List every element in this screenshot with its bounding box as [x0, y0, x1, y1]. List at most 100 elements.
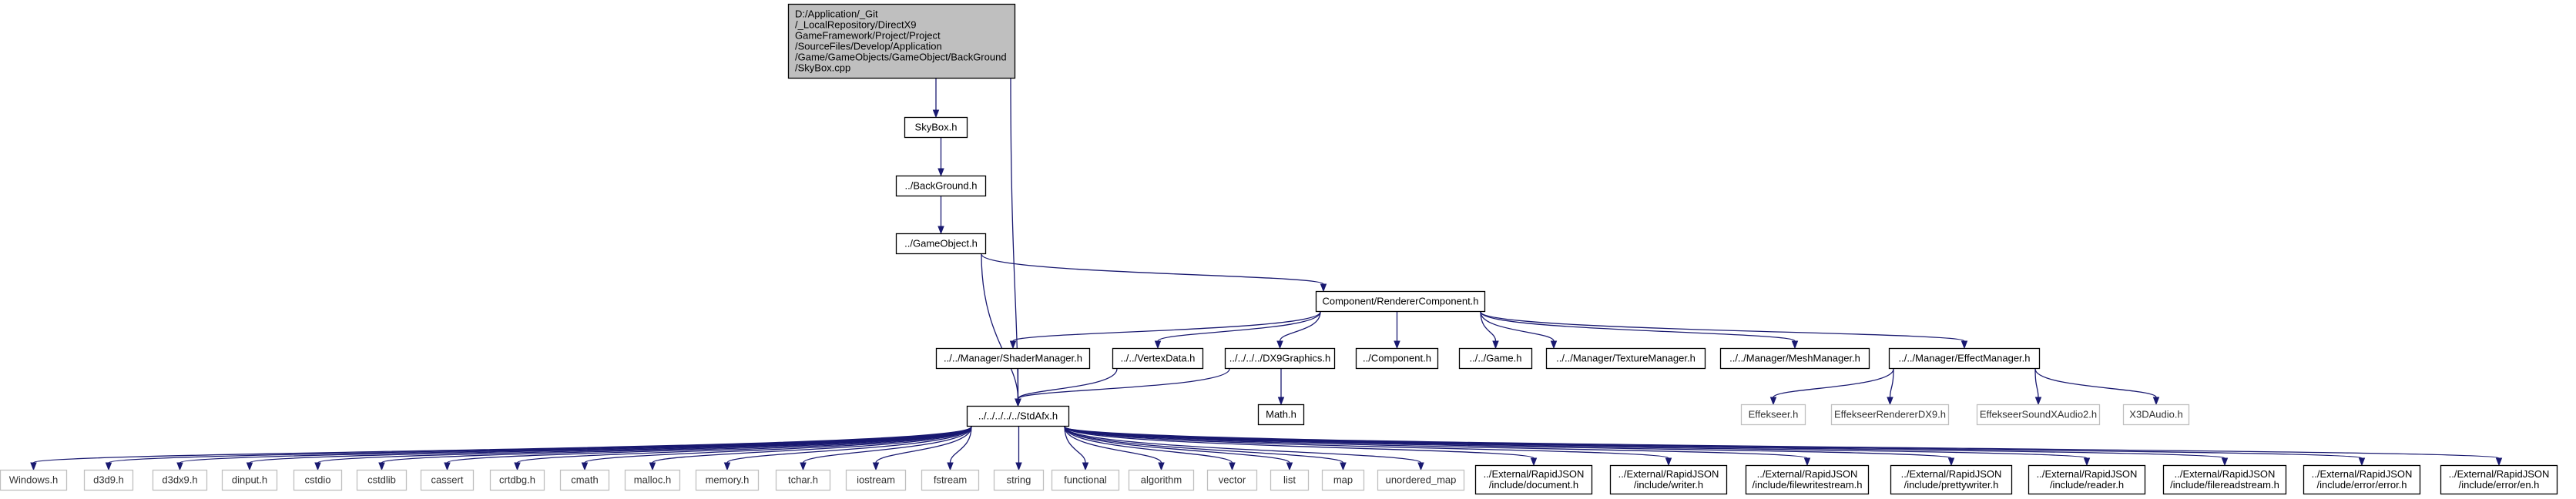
- node-box: [1545, 347, 1706, 370]
- node-label: ../../../../../StdAfx.h: [978, 410, 1058, 422]
- node-label: ../External/RapidJSON: [1901, 468, 2002, 480]
- include-edge-renderer-to-dx9graphics: [1276, 311, 1321, 350]
- include-edge-stdafx-to-unordered_map: [1064, 426, 1424, 471]
- node-d3d9: d3d9.h: [83, 469, 134, 491]
- node-label: ../External/RapidJSON: [1484, 468, 1585, 480]
- node-string: string: [993, 469, 1045, 491]
- node-algorithm: algorithm: [1128, 469, 1195, 491]
- node-box: [1976, 404, 2101, 426]
- node-dx9graphics[interactable]: ../../../../DX9Graphics.h: [1224, 347, 1336, 370]
- node-label: cstdio: [305, 474, 331, 486]
- node-renderer[interactable]: Component/RendererComponent.h: [1315, 290, 1486, 313]
- node-label: GameFramework/Project/Project: [795, 30, 941, 42]
- node-label: ../../Game.h: [1470, 353, 1522, 364]
- node-box: [1458, 347, 1533, 370]
- node-math[interactable]: Math.h: [1257, 404, 1305, 426]
- include-edge-renderer-to-game: [1480, 311, 1499, 350]
- node-x3daudio: X3DAudio.h: [2122, 404, 2190, 426]
- node-rj-writer[interactable]: ../External/RapidJSON/include/writer.h: [1609, 464, 1728, 495]
- node-label: ../../VertexData.h: [1121, 353, 1196, 364]
- node-box: [489, 469, 545, 491]
- node-list: list: [1270, 469, 1310, 491]
- node-label: EffekseerRendererDX9.h: [1834, 409, 1946, 420]
- node-crtdbg: crtdbg.h: [489, 469, 545, 491]
- node-label: ../External/RapidJSON: [2449, 468, 2550, 480]
- node-label: algorithm: [1141, 474, 1182, 486]
- node-label: /include/document.h: [1489, 479, 1578, 491]
- node-label: ../../../../DX9Graphics.h: [1229, 353, 1331, 364]
- node-rj-error[interactable]: ../External/RapidJSON/include/error/erro…: [2303, 464, 2421, 495]
- include-edge-stdafx-to-iostream: [872, 426, 972, 471]
- include-edge-stdafx-to-malloc: [649, 426, 972, 471]
- include-edge-effectmgr-to-effekseersound: [2034, 368, 2042, 406]
- node-skybox[interactable]: SkyBox.h: [904, 116, 968, 139]
- node-box: [904, 116, 968, 139]
- node-box: [624, 469, 681, 491]
- node-rj-reader[interactable]: ../External/RapidJSON/include/reader.h: [2028, 464, 2146, 495]
- node-box: [356, 469, 408, 491]
- node-box: [2122, 404, 2190, 426]
- node-box: [1474, 464, 1593, 495]
- node-background[interactable]: ../BackGround.h: [895, 175, 987, 197]
- node-label: cassert: [431, 474, 464, 486]
- include-edge-renderer-to-meshmgr: [1480, 311, 1799, 350]
- include-edge-background-to-gameobject: [937, 196, 944, 235]
- node-effectmgr[interactable]: ../../Manager/EffectManager.h: [1888, 347, 2041, 370]
- node-label: ../External/RapidJSON: [2175, 468, 2276, 480]
- node-unordered-map: unordered_map: [1377, 469, 1465, 491]
- node-label: malloc.h: [634, 474, 671, 486]
- node-label: ../../Manager/MeshManager.h: [1729, 353, 1860, 364]
- node-d3dx9: d3dx9.h: [152, 469, 208, 491]
- include-edge-stdafx-to-fstream: [947, 426, 972, 471]
- include-edges: [30, 78, 2503, 471]
- include-edge-root-to-skybox: [932, 79, 940, 119]
- node-box: [221, 469, 278, 491]
- node-vertexdata[interactable]: ../../VertexData.h: [1112, 347, 1204, 370]
- include-edge-vertexdata-to-stdafx: [1015, 368, 1118, 407]
- node-rj-filereadstream[interactable]: ../External/RapidJSON/include/filereadst…: [2162, 464, 2287, 495]
- node-label: X3DAudio.h: [2129, 409, 2182, 420]
- node-box: [1051, 469, 1120, 491]
- node-fstream: fstream: [921, 469, 980, 491]
- node-label: /include/writer.h: [1634, 479, 1703, 491]
- node-box: [1128, 469, 1195, 491]
- node-gameobject[interactable]: ../GameObject.h: [895, 233, 987, 255]
- node-box: [1355, 347, 1439, 370]
- node-stdafx[interactable]: ../../../../../StdAfx.h: [966, 405, 1070, 427]
- include-edge-stdafx-to-string: [1015, 427, 1022, 471]
- node-texturemgr[interactable]: ../../Manager/TextureManager.h: [1545, 347, 1706, 370]
- node-label: Math.h: [1266, 409, 1296, 420]
- node-box: [895, 175, 987, 197]
- include-edge-stdafx-to-vector: [1064, 426, 1236, 471]
- node-rj-error-en[interactable]: ../External/RapidJSON/include/error/en.h: [2440, 464, 2558, 495]
- node-box: [935, 347, 1091, 370]
- node-label: iostream: [857, 474, 895, 486]
- node-box: [787, 3, 1016, 79]
- node-box: [895, 233, 987, 255]
- node-game[interactable]: ../../Game.h: [1458, 347, 1533, 370]
- include-edge-stdafx-to-rj_document: [1064, 426, 1538, 467]
- node-component[interactable]: ../Component.h: [1355, 347, 1439, 370]
- node-label: ../External/RapidJSON: [2037, 468, 2138, 480]
- node-box: [1224, 347, 1336, 370]
- node-meshmgr[interactable]: ../../Manager/MeshManager.h: [1719, 347, 1870, 370]
- node-rj-filewritestream[interactable]: ../External/RapidJSON/include/filewrites…: [1745, 464, 1870, 495]
- include-edge-dx9graphics-to-stdafx: [1015, 368, 1230, 407]
- node-label: string: [1007, 474, 1031, 486]
- node-root[interactable]: D:/Application/_Git/_LocalRepository/Dir…: [787, 3, 1016, 79]
- node-shadermgr[interactable]: ../../Manager/ShaderManager.h: [935, 347, 1091, 370]
- node-effekseersound: EffekseerSoundXAudio2.h: [1976, 404, 2101, 426]
- include-edge-stdafx-to-rj_error_en: [1064, 426, 2503, 467]
- node-label: d3d9.h: [93, 474, 124, 486]
- node-rj-document[interactable]: ../External/RapidJSON/include/document.h: [1474, 464, 1593, 495]
- node-box: [695, 469, 760, 491]
- node-label: ../External/RapidJSON: [1757, 468, 1858, 480]
- node-label: d3dx9.h: [162, 474, 197, 486]
- node-box: [1315, 290, 1486, 313]
- node-rj-prettywriter[interactable]: ../External/RapidJSON/include/prettywrit…: [1890, 464, 2013, 495]
- include-edge-stdafx-to-cmath: [581, 426, 972, 471]
- node-iostream: iostream: [845, 469, 907, 491]
- node-label: Windows.h: [9, 474, 59, 486]
- node-label: list: [1283, 474, 1296, 486]
